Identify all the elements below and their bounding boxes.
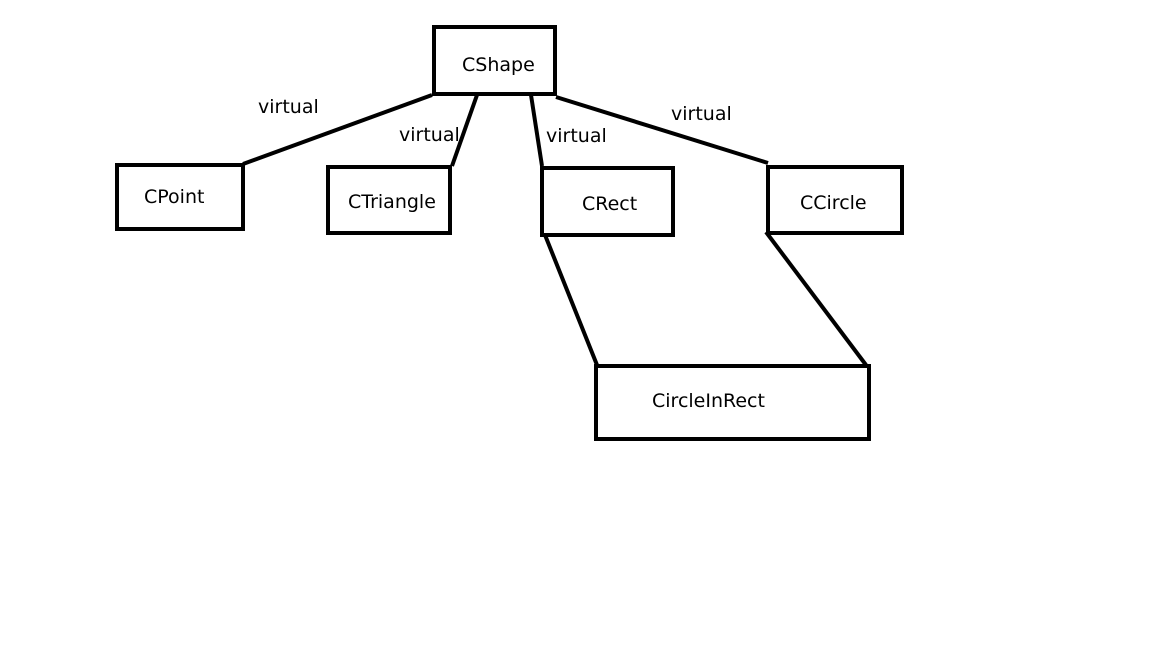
edge-label-cpoint: virtual (258, 96, 319, 118)
edge-label-ccircle: virtual (671, 103, 732, 125)
node-crect-label: CRect (582, 193, 637, 215)
edge-cshape-ctriangle (450, 94, 479, 167)
edge-crect-circleinrect (543, 234, 599, 366)
edge-cshape-crect (529, 94, 544, 167)
node-circleinrect: CircleInRect (594, 364, 871, 441)
edge-label-crect: virtual (546, 125, 607, 147)
node-ctriangle: CTriangle (326, 165, 452, 235)
edge-cshape-cpoint (242, 93, 433, 166)
node-circleinrect-label: CircleInRect (652, 390, 765, 412)
node-cpoint-label: CPoint (144, 186, 204, 208)
node-ccircle: CCircle (766, 165, 904, 235)
node-crect: CRect (540, 166, 675, 237)
node-cshape-label: CShape (462, 54, 535, 76)
node-cpoint: CPoint (115, 163, 245, 231)
node-ccircle-label: CCircle (800, 192, 867, 214)
edge-label-ctriangle: virtual (399, 124, 460, 146)
edge-cshape-ccircle (555, 95, 769, 165)
edge-ccircle-circleinrect (764, 230, 868, 367)
node-ctriangle-label: CTriangle (348, 191, 436, 213)
node-cshape: CShape (432, 25, 557, 96)
